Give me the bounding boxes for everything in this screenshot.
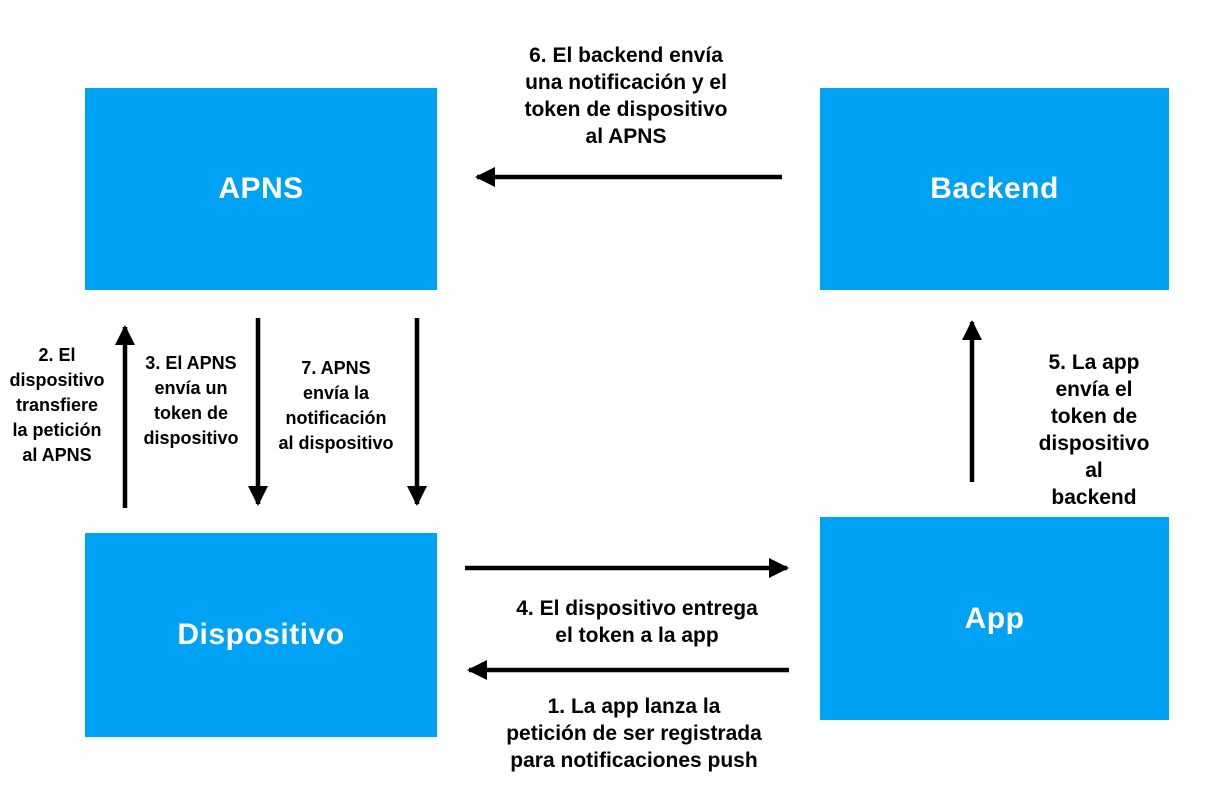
node-backend-label: Backend [930, 172, 1059, 205]
step2-label: 2. El dispositivo transfiere la petición… [9, 345, 105, 465]
step6-label: 6. El backend envía una notificación y e… [524, 44, 728, 148]
node-dispositivo-label: Dispositivo [177, 618, 345, 651]
node-app-label: App [964, 601, 1025, 635]
step5-label: 5. La app envía el token de dispositivo … [1038, 351, 1150, 509]
node-app: App [820, 517, 1169, 720]
node-dispositivo: Dispositivo [85, 533, 437, 737]
node-backend: Backend [820, 88, 1169, 290]
step1-label: 1. La app lanza la petición de ser regis… [506, 695, 762, 772]
node-apns-label: APNS [218, 172, 304, 205]
step4-label: 4. El dispositivo entrega el token a la … [516, 597, 758, 647]
step7-label: 7. APNS envía la notificación al disposi… [278, 358, 394, 453]
node-apns: APNS [85, 88, 437, 290]
step3-label: 3. El APNS envía un token de dispositivo [143, 353, 239, 448]
